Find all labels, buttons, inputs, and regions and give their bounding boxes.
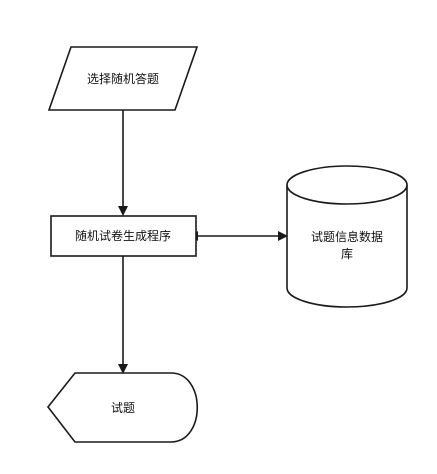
database-cylinder-body — [286, 185, 408, 308]
node-select-questions[interactable]: 选择随机答题 — [47, 46, 199, 111]
display-shape — [46, 372, 199, 443]
process-rectangle — [50, 215, 197, 257]
node-database[interactable]: 试题信息数据 库 — [286, 165, 408, 308]
node-database-label-line1: 试题信息数据 — [311, 229, 383, 244]
database-cylinder-top — [286, 165, 408, 205]
parallelogram-shape — [47, 46, 199, 111]
node-database-label-line2: 库 — [341, 246, 353, 261]
node-select-questions-label: 选择随机答题 — [87, 71, 159, 86]
node-exam-paper-label: 试题 — [111, 400, 135, 415]
node-generator[interactable]: 随机试卷生成程序 — [50, 215, 197, 257]
node-generator-label: 随机试卷生成程序 — [75, 228, 171, 243]
node-exam-paper[interactable]: 试题 — [46, 372, 199, 443]
